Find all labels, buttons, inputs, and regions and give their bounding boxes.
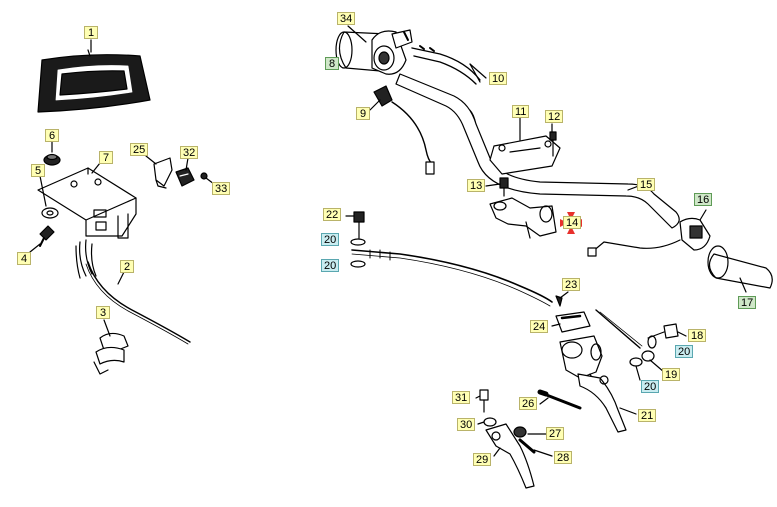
callout-10[interactable]: 10: [489, 72, 508, 85]
left-switch-part[interactable]: [587, 217, 711, 257]
clip-nut-part[interactable]: [175, 167, 195, 187]
clamp-part[interactable]: [93, 332, 129, 375]
lower-riser-part[interactable]: [489, 197, 557, 239]
callout-5[interactable]: 5: [31, 164, 45, 177]
pivot-nut-part[interactable]: [641, 350, 655, 362]
callout-20-b[interactable]: 20: [321, 259, 340, 272]
lever-washer-part[interactable]: [483, 417, 497, 427]
clutch-lever-part[interactable]: [485, 423, 535, 489]
adjuster-part[interactable]: [537, 389, 582, 410]
callout-8[interactable]: 8: [325, 57, 339, 70]
callout-21[interactable]: 21: [638, 409, 657, 422]
upper-clamp-part[interactable]: [489, 135, 561, 175]
callout-24[interactable]: 24: [530, 320, 549, 333]
screw-part[interactable]: [39, 225, 55, 247]
riser-bolt-part[interactable]: [499, 177, 509, 197]
pivot-washer-part[interactable]: [647, 335, 657, 349]
reservoir-cap-part[interactable]: [555, 311, 591, 333]
callout-4[interactable]: 4: [17, 252, 31, 265]
callout-30[interactable]: 30: [457, 418, 476, 431]
washer-lower-part[interactable]: [350, 260, 366, 268]
spring-part[interactable]: [513, 426, 527, 438]
callout-16[interactable]: 16: [694, 193, 713, 206]
callout-6[interactable]: 6: [45, 129, 59, 142]
callout-33[interactable]: 33: [212, 182, 231, 195]
reservoir-screw-part[interactable]: [555, 295, 563, 307]
callout-3[interactable]: 3: [96, 306, 110, 319]
callout-19[interactable]: 19: [662, 368, 681, 381]
callout-18[interactable]: 18: [688, 329, 707, 342]
brake-lever-part[interactable]: [577, 373, 627, 433]
callout-12[interactable]: 12: [545, 110, 564, 123]
callout-22[interactable]: 22: [323, 208, 342, 221]
callout-11[interactable]: 11: [512, 105, 530, 118]
callout-34[interactable]: 34: [337, 12, 356, 25]
clip-part[interactable]: [145, 155, 173, 189]
callout-1[interactable]: 1: [84, 26, 98, 39]
washer-upper-part[interactable]: [350, 238, 366, 246]
left-grip-part[interactable]: [707, 245, 773, 289]
instrument-panel-part[interactable]: [37, 49, 151, 113]
callout-25[interactable]: 25: [130, 143, 149, 156]
throttle-housing-part[interactable]: [371, 29, 413, 75]
callout-28[interactable]: 28: [554, 451, 573, 464]
callout-23[interactable]: 23: [562, 278, 581, 291]
throttle-cables-part[interactable]: [411, 45, 481, 85]
callout-9[interactable]: 9: [356, 107, 370, 120]
callout-20-c[interactable]: 20: [675, 345, 694, 358]
callout-15[interactable]: 15: [637, 178, 656, 191]
mirror-bolt-part[interactable]: [353, 211, 365, 239]
callout-7[interactable]: 7: [99, 151, 113, 164]
pin-part[interactable]: [518, 438, 536, 454]
callout-20-a[interactable]: 20: [321, 233, 340, 246]
cable-part[interactable]: [85, 261, 191, 345]
clamp-bolt-part[interactable]: [549, 131, 557, 157]
bracket-part[interactable]: [37, 167, 137, 239]
clutch-cable-part[interactable]: [351, 249, 553, 307]
pivot-washer-lower-part[interactable]: [629, 357, 643, 367]
callout-27[interactable]: 27: [546, 427, 565, 440]
callout-32[interactable]: 32: [180, 146, 199, 159]
callout-2[interactable]: 2: [120, 260, 134, 273]
kill-switch-part[interactable]: [373, 85, 435, 175]
callout-29[interactable]: 29: [473, 453, 492, 466]
callout-13[interactable]: 13: [467, 179, 486, 192]
callout-14[interactable]: 14: [563, 216, 582, 229]
callout-17[interactable]: 17: [738, 296, 757, 309]
callout-20-d[interactable]: 20: [641, 380, 660, 393]
lever-bolt-part[interactable]: [479, 389, 489, 413]
grommet-part[interactable]: [43, 153, 61, 166]
washer-part[interactable]: [41, 207, 59, 219]
callout-26[interactable]: 26: [519, 397, 538, 410]
callout-31[interactable]: 31: [452, 391, 471, 404]
